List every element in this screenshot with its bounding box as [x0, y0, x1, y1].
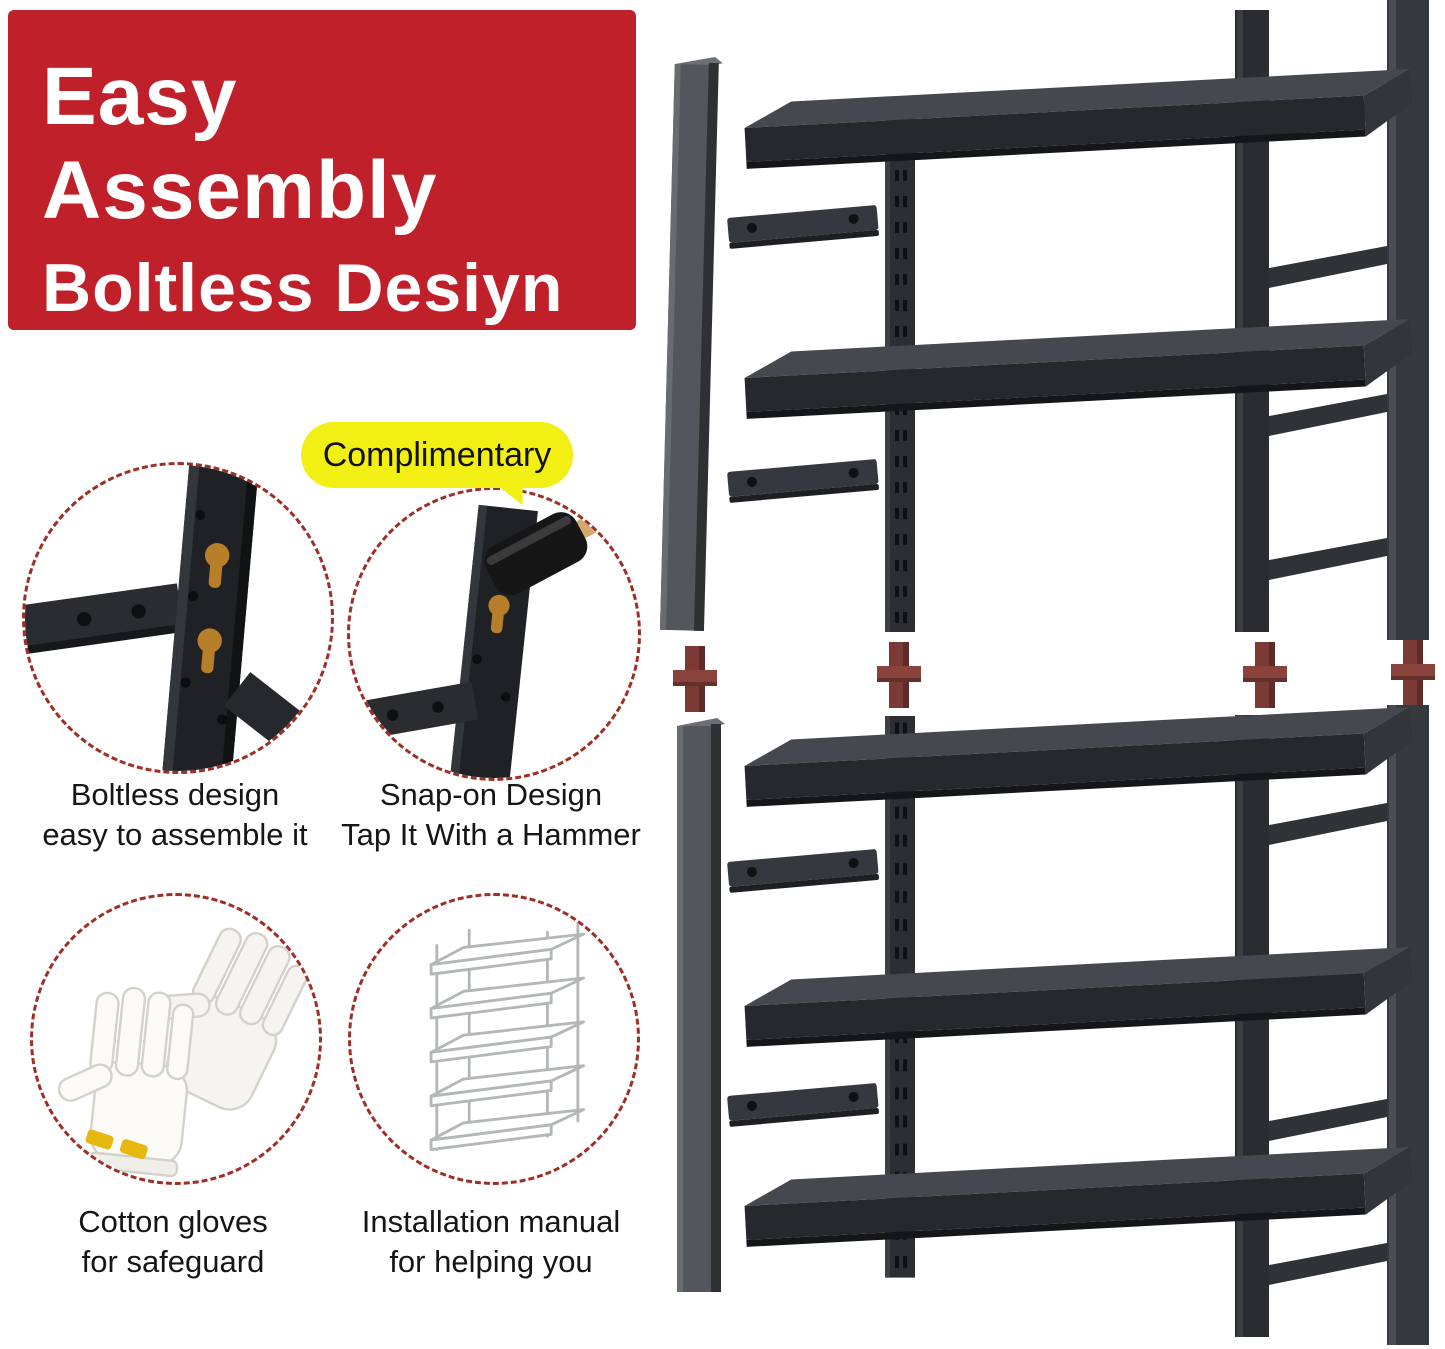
- snapon-closeup-illustration: [350, 490, 638, 778]
- gloves-caption-line-2: for safeguard: [81, 1243, 265, 1279]
- shelf-board: [743, 69, 1414, 169]
- crossbeam: [727, 1082, 880, 1127]
- rubber-mallet-icon: [484, 490, 638, 596]
- snapon-caption: Snap-on Design Tap It With a Hammer: [331, 775, 651, 854]
- manual-caption-line-2: for helping you: [389, 1243, 593, 1279]
- rack-bottom-half: [677, 705, 1429, 1345]
- snapon-caption-line-2: Tap It With a Hammer: [341, 816, 641, 852]
- complimentary-bubble-text: Complimentary: [322, 435, 552, 474]
- connector-pin: [877, 642, 921, 708]
- snapon-caption-line-1: Snap-on Design: [379, 777, 603, 812]
- manual-caption-line-1: Installation manual: [361, 1204, 621, 1239]
- boltless-caption: Boltless design easy to assemble it: [15, 775, 335, 854]
- gloves-illustration: [57, 927, 309, 1178]
- shelf-board: [743, 947, 1414, 1047]
- boltless-closeup-illustration: [25, 465, 331, 771]
- manual-shelf-4: [429, 1064, 586, 1108]
- keyhole-slots: [197, 543, 230, 674]
- boltless-caption-line-2: easy to assemble it: [42, 816, 308, 852]
- connector-pin: [1243, 642, 1287, 708]
- manual-shelf-5: [429, 1108, 586, 1152]
- glove-cuff-trim: [85, 1129, 148, 1160]
- boltless-caption-line-1: Boltless design: [70, 777, 280, 812]
- manual-rack-drawing: [429, 915, 586, 1152]
- horizontal-beam: [25, 583, 184, 656]
- connector-pins: [673, 640, 1435, 712]
- side-panel: [677, 718, 725, 1292]
- crossbeam: [727, 848, 880, 893]
- crossbeam: [727, 204, 880, 249]
- shelf-board: [743, 707, 1414, 807]
- headline-banner: Easy Assembly Boltless Desiyn: [8, 10, 636, 330]
- side-panel: [659, 56, 723, 632]
- manual-shelf-2: [429, 976, 586, 1020]
- keyhole-slot: [488, 594, 510, 634]
- shelf-board: [743, 1147, 1414, 1247]
- manual-shelf-1: [429, 932, 586, 976]
- upright-post-closeup: [161, 465, 260, 771]
- manual-detail-circle: [348, 893, 640, 1185]
- connector-pin: [673, 646, 717, 712]
- complimentary-bubble: Complimentary: [301, 422, 573, 488]
- exploded-rack-illustration: [659, 0, 1435, 1345]
- connector-pin: [1391, 640, 1435, 706]
- crossbeam: [727, 458, 880, 503]
- boltless-detail-circle: [22, 462, 334, 774]
- gloves-caption: Cotton gloves for safeguard: [13, 1202, 333, 1281]
- headline-line-2: Boltless Desiyn: [42, 249, 564, 326]
- side-frame: [1235, 705, 1429, 1345]
- angled-bar: [223, 672, 331, 771]
- manual-shelf-3: [429, 1020, 586, 1064]
- snapon-detail-circle: [347, 487, 641, 781]
- gloves-detail-circle: [30, 893, 322, 1185]
- rack-top-half: [659, 0, 1429, 640]
- glove-front: [57, 986, 195, 1178]
- gloves-caption-line-1: Cotton gloves: [78, 1204, 268, 1239]
- manual-caption: Installation manual for helping you: [331, 1202, 651, 1281]
- headline-line-1: Easy Assembly: [42, 51, 438, 237]
- shelf-board: [743, 319, 1414, 419]
